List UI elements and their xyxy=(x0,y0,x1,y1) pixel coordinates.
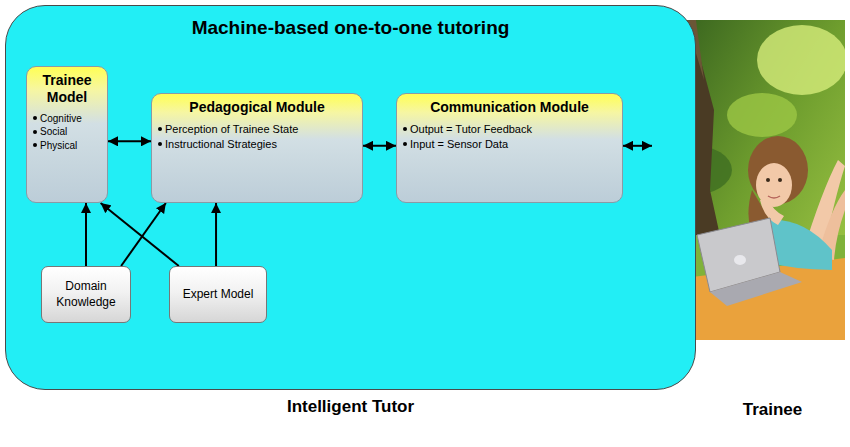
trainee-label: Trainee xyxy=(743,400,803,419)
bullet-row: Input = Sensor Data xyxy=(403,137,616,152)
laptop-logo xyxy=(734,255,746,265)
mouth xyxy=(768,196,780,198)
knowledge-box: Domain Knowledge xyxy=(41,266,131,323)
module-title: Trainee Model xyxy=(42,72,91,105)
knowledge-box: Expert Model xyxy=(169,266,267,323)
eye xyxy=(778,178,782,182)
bullet-row: Physical xyxy=(33,139,101,153)
region-title: Machine-based one-to-one tutoring xyxy=(6,17,695,39)
system-region: Machine-based one-to-one tutoringIntelli… xyxy=(5,5,696,390)
label-holder: Intelligent Tutor xyxy=(0,397,735,417)
laptop-base xyxy=(710,272,802,306)
bullet-dot xyxy=(158,142,162,146)
bullet-dot xyxy=(33,116,37,120)
bullet-text: Social xyxy=(40,125,67,139)
sunlight xyxy=(757,25,845,95)
bullet-text: Cognitive xyxy=(40,112,82,126)
module-heading-row: Trainee Model xyxy=(33,72,101,106)
module-box: Pedagogical ModulePerception of Trainee … xyxy=(151,93,363,203)
eye xyxy=(766,178,770,182)
bullet-dot xyxy=(403,127,407,131)
bullet-dot xyxy=(33,130,37,134)
region-label: Intelligent Tutor xyxy=(287,397,414,416)
model-box: Trainee ModelCognitiveSocialPhysical xyxy=(26,66,108,203)
bullet-dot xyxy=(403,142,407,146)
box-label: Domain Knowledge xyxy=(47,279,125,310)
bullet-row: Cognitive xyxy=(33,112,101,126)
label-holder: Trainee xyxy=(612,400,850,420)
bullet-dot xyxy=(158,127,162,131)
bullet-text: Input = Sensor Data xyxy=(410,137,508,152)
trainee-frame: Trainee xyxy=(652,20,850,340)
bullet-row: Instructional Strategies xyxy=(158,137,356,152)
module-box: Communication ModuleOutput = Tutor Feedb… xyxy=(396,93,623,203)
box-label: Expert Model xyxy=(183,287,254,303)
bullet-row: Output = Tutor Feedback xyxy=(403,122,616,137)
bullet-text: Instructional Strategies xyxy=(165,137,277,152)
bullet-dot xyxy=(33,143,37,147)
module-title: Pedagogical Module xyxy=(189,99,324,115)
module-heading-row: Communication Module xyxy=(403,99,616,116)
module-title: Communication Module xyxy=(430,99,589,115)
sunlight xyxy=(727,93,797,137)
bullet-text: Output = Tutor Feedback xyxy=(410,122,532,137)
bullet-row: Social xyxy=(33,125,101,139)
bullet-row: Perception of Trainee State xyxy=(158,122,356,137)
bullet-text: Physical xyxy=(40,139,77,153)
module-heading-row: Pedagogical Module xyxy=(158,99,356,116)
bullet-text: Perception of Trainee State xyxy=(165,122,298,137)
